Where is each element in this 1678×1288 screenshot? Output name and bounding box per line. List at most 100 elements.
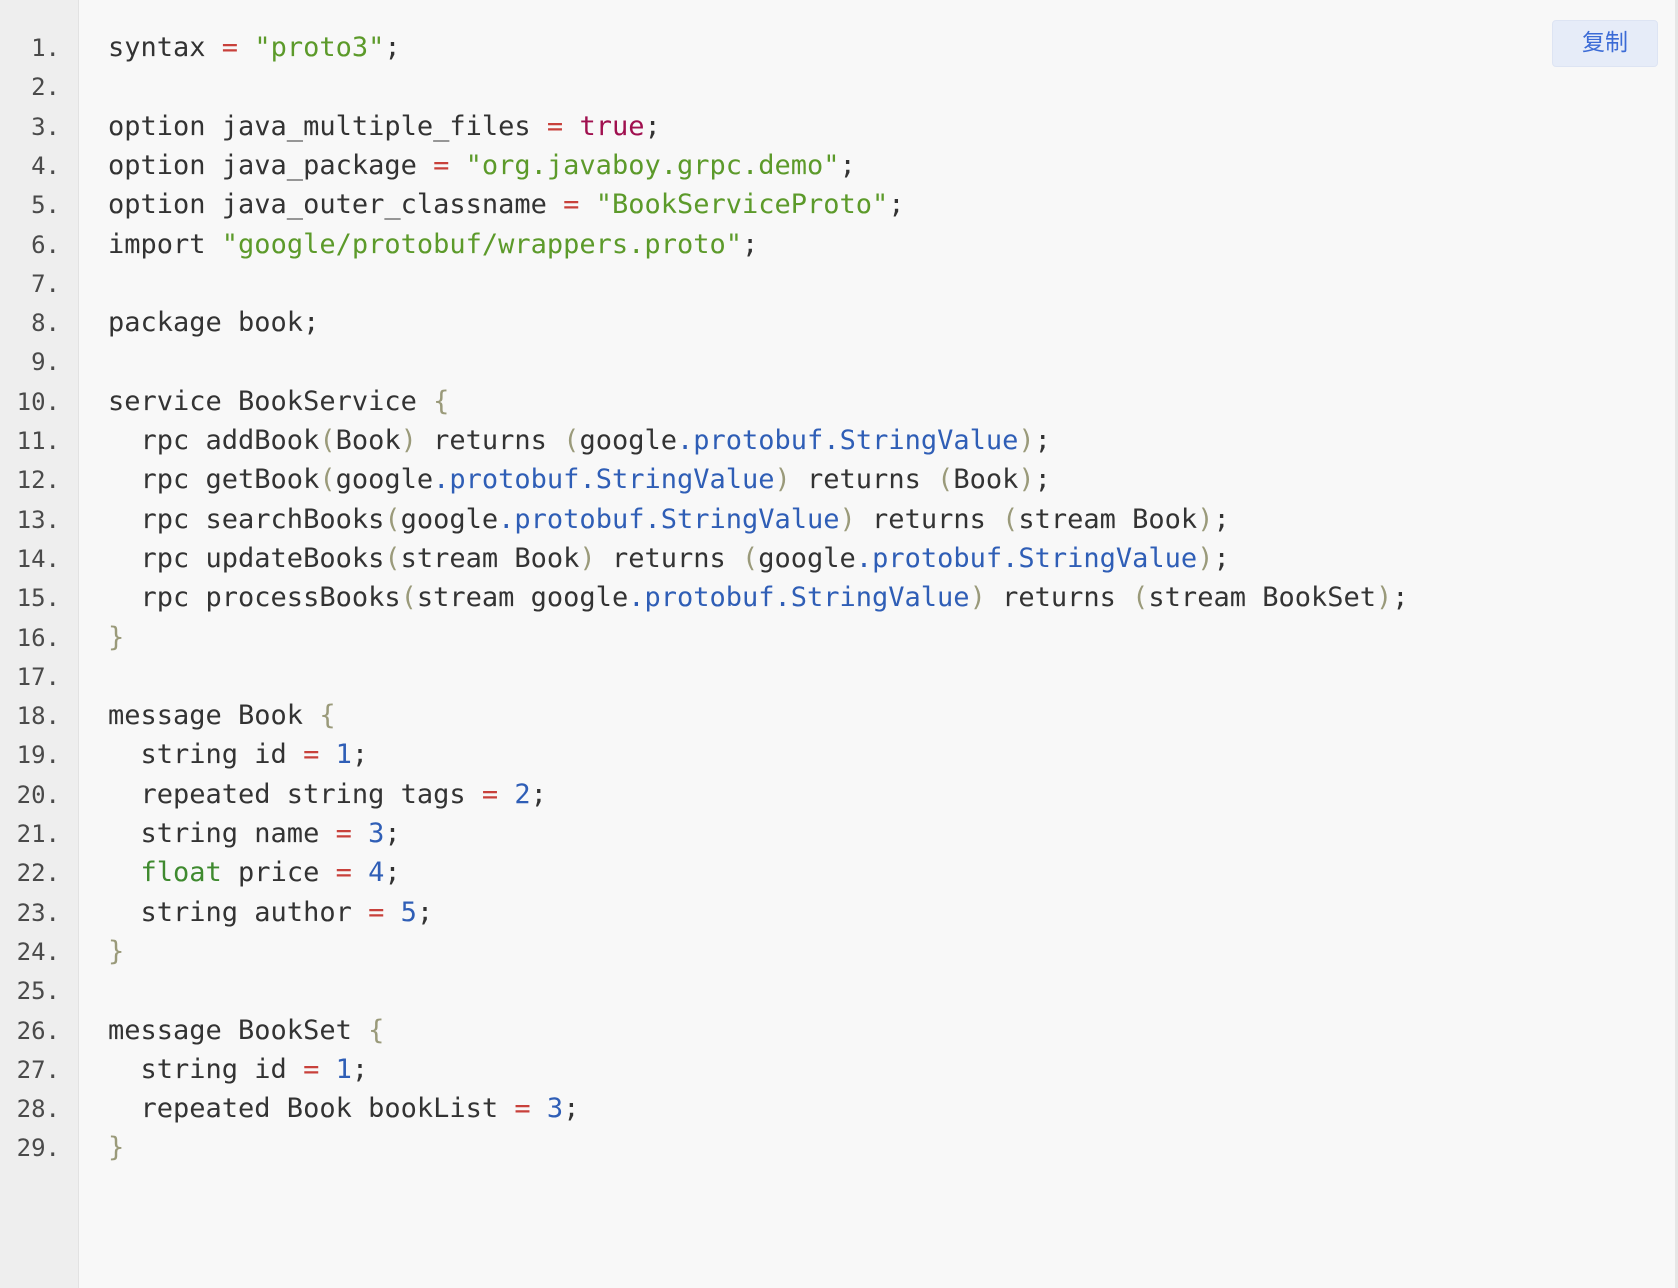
- code-token: ;: [384, 818, 401, 849]
- code-token: .protobuf.StringValue: [855, 542, 1198, 574]
- code-line: string author = 5;: [108, 892, 434, 934]
- code-token: returns: [985, 582, 1133, 614]
- code-line: message Book {: [108, 695, 336, 737]
- code-token: string name: [108, 818, 336, 849]
- line-number: 5.: [31, 191, 60, 220]
- code-line: repeated Book bookList = 3;: [108, 1088, 580, 1130]
- code-token: =: [303, 1053, 320, 1085]
- code-token: stream google: [416, 582, 629, 614]
- line-number: 16.: [16, 623, 60, 652]
- code-token: [384, 897, 400, 928]
- code-token: price: [221, 857, 336, 889]
- line-number: 7.: [31, 269, 60, 298]
- code-token: =: [221, 32, 239, 63]
- code-token: ;: [351, 1053, 369, 1085]
- code-token: [352, 818, 368, 849]
- code-token: ;: [384, 857, 401, 889]
- code-token: =: [335, 818, 352, 849]
- code-line: option java_outer_classname = "BookServi…: [108, 184, 905, 226]
- code-token: Book: [953, 464, 1019, 496]
- line-number: 9.: [31, 348, 60, 377]
- code-token: .protobuf.StringValue: [628, 582, 970, 614]
- code-token: ): [1018, 425, 1035, 456]
- code-line: }: [108, 931, 124, 973]
- code-line: }: [108, 617, 124, 659]
- code-token: =: [546, 110, 564, 142]
- code-token: {: [319, 700, 336, 732]
- code-token: [319, 739, 335, 770]
- code-token: ;: [839, 149, 856, 181]
- code-token: "google/protobuf/wrappers.proto": [221, 228, 742, 260]
- code-token: (: [1132, 582, 1149, 614]
- code-token: {: [433, 385, 450, 417]
- code-token: ): [579, 542, 596, 574]
- code-token: [449, 150, 465, 181]
- code-token: message Book: [108, 700, 320, 732]
- code-token: 2: [514, 778, 531, 810]
- code-line: string id = 1;: [108, 1049, 369, 1091]
- code-token: "proto3": [254, 32, 385, 63]
- code-token: =: [481, 778, 499, 810]
- line-number: 11.: [16, 427, 60, 455]
- line-number: 13.: [16, 505, 60, 534]
- code-token: [498, 779, 514, 810]
- code-token: ): [969, 582, 986, 614]
- line-number: 21.: [16, 820, 60, 848]
- line-number: 23.: [16, 898, 60, 927]
- line-number: 24.: [16, 937, 60, 966]
- code-token: returns: [790, 464, 938, 496]
- code-token: google: [579, 425, 678, 456]
- code-token: service BookService: [108, 385, 434, 417]
- code-token: google: [758, 542, 856, 574]
- code-token: 3: [368, 818, 385, 849]
- code-token: 3: [546, 1093, 564, 1125]
- line-number: 8.: [31, 309, 60, 338]
- code-token: ): [1197, 503, 1214, 535]
- code-content[interactable]: syntax = "proto3"; option java_multiple_f…: [108, 0, 1678, 1288]
- line-number: 10.: [16, 387, 60, 416]
- code-line: float price = 4;: [108, 852, 401, 894]
- code-token: =: [514, 1093, 531, 1125]
- code-token: true: [579, 110, 645, 142]
- code-line: string name = 3;: [108, 813, 401, 855]
- code-token: (: [319, 425, 336, 456]
- code-token: ;: [563, 1093, 580, 1125]
- code-token: ;: [1392, 582, 1409, 614]
- code-token: ): [774, 464, 791, 496]
- code-token: option java_multiple_files: [108, 110, 547, 142]
- line-number-gutter: 1.2.3.4.5.6.7.8.9.10.11.12.13.14.15.16.1…: [0, 0, 79, 1288]
- code-token: 5: [400, 896, 417, 928]
- code-token: import: [108, 228, 222, 260]
- code-token: "BookServiceProto": [595, 189, 889, 221]
- line-number: 29.: [16, 1134, 60, 1163]
- code-token: (: [742, 542, 759, 574]
- code-token: returns: [855, 503, 1003, 535]
- code-token: rpc processBooks: [108, 582, 401, 614]
- copy-button[interactable]: 复制: [1552, 20, 1658, 67]
- code-token: ;: [384, 32, 401, 63]
- code-line: service BookService {: [108, 381, 449, 423]
- code-token: ): [1018, 464, 1035, 496]
- code-token: ): [400, 425, 417, 456]
- code-token: rpc updateBooks: [108, 542, 385, 574]
- code-token: .protobuf.StringValue: [433, 464, 775, 496]
- code-token: [319, 1054, 335, 1085]
- line-number: 14.: [16, 544, 60, 573]
- code-token: returns: [416, 425, 564, 456]
- code-token: repeated string tags: [108, 778, 482, 810]
- code-token: syntax: [108, 32, 222, 63]
- scrollbar-edge: [1675, 0, 1678, 1288]
- code-token: ): [839, 503, 856, 535]
- code-token: =: [368, 896, 385, 928]
- line-number: 15.: [16, 584, 60, 613]
- code-line: rpc getBook(google.protobuf.StringValue)…: [108, 459, 1051, 501]
- line-number: 3.: [31, 112, 60, 141]
- code-token: [579, 189, 595, 220]
- code-line: option java_package = "org.javaboy.grpc.…: [108, 145, 856, 187]
- code-token: ;: [888, 189, 905, 221]
- code-token: }: [108, 621, 125, 653]
- code-token: ;: [530, 778, 547, 810]
- code-token: ;: [1213, 542, 1230, 574]
- code-line: package book;: [108, 302, 319, 344]
- code-token: ): [1197, 542, 1214, 574]
